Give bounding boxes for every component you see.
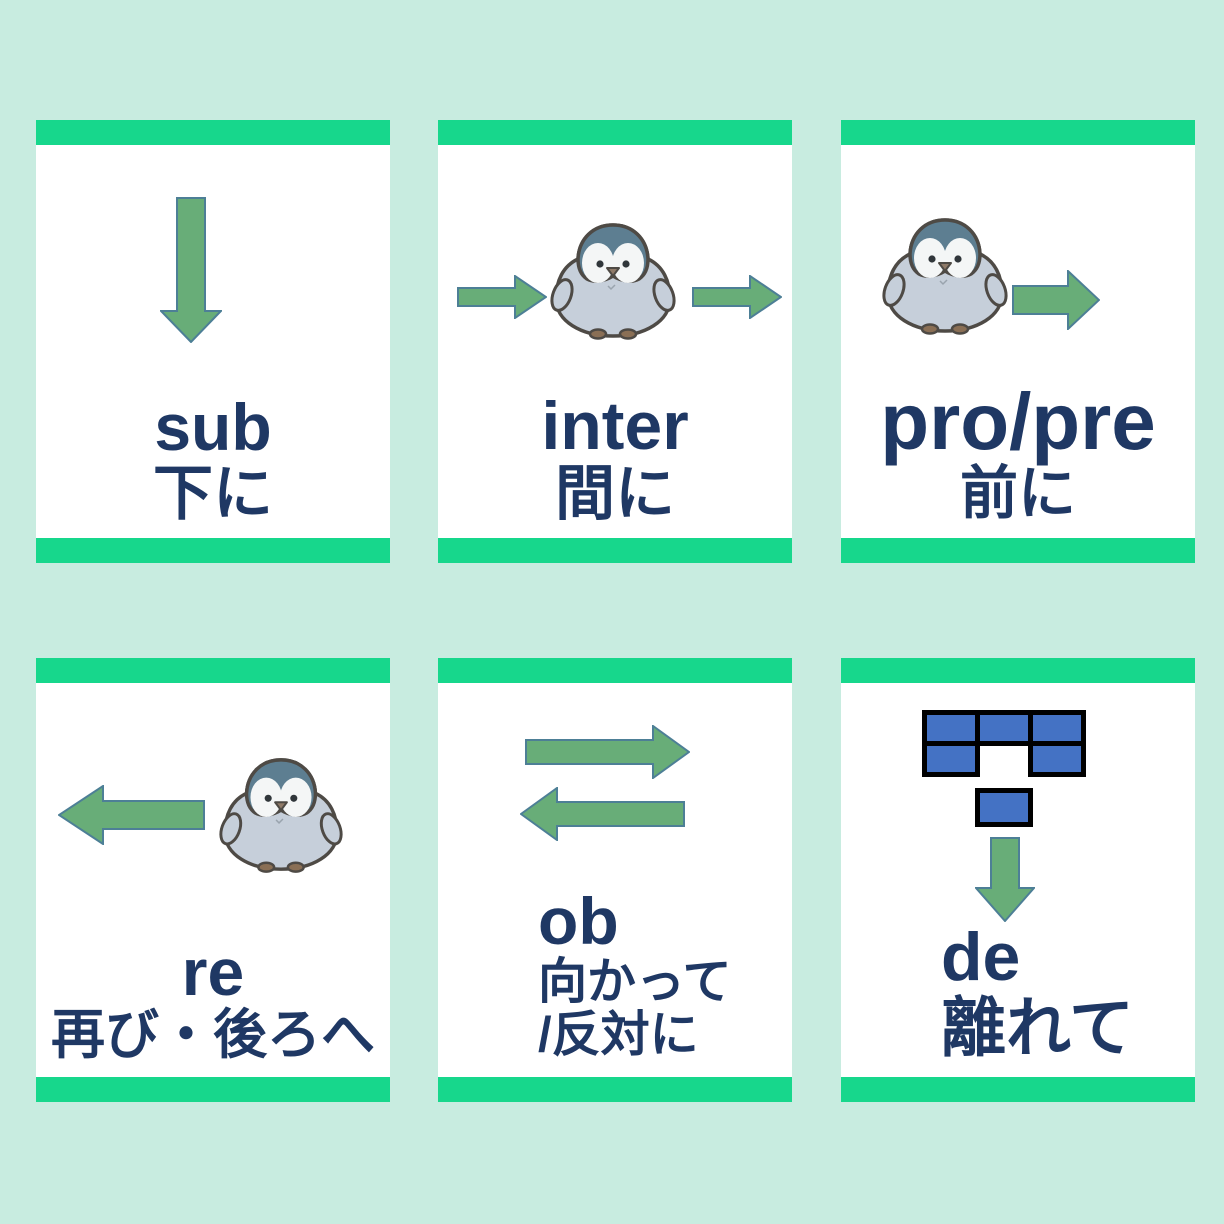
meaning-text: 離れて	[941, 990, 1135, 1064]
card-label: inter 間に	[438, 387, 792, 527]
right-arrow-icon	[1012, 270, 1100, 330]
prefix-text: inter	[541, 387, 689, 464]
card-label: sub 下に	[36, 389, 390, 527]
card-label: re 再び・後ろへ	[36, 935, 390, 1066]
card-sub: sub 下に	[36, 120, 390, 563]
block-wall-illustration	[922, 710, 1086, 831]
meaning-text: 間に	[555, 460, 675, 527]
block	[1028, 741, 1086, 777]
card-top-bar	[841, 120, 1195, 145]
card-re: re 再び・後ろへ	[36, 658, 390, 1102]
right-arrow-icon	[457, 275, 547, 319]
meaning-text: 下に	[153, 460, 273, 527]
card-pro-pre: pro/pre 前に	[841, 120, 1195, 563]
card-inter: inter 間に	[438, 120, 792, 563]
penguin-illustration	[880, 213, 1010, 343]
prefix-text: re	[181, 935, 245, 1010]
prefix-text: sub	[154, 389, 272, 464]
card-top-bar	[36, 658, 390, 683]
meaning-text: 前に	[959, 461, 1076, 527]
card-de: de 離れて	[841, 658, 1195, 1102]
left-arrow-icon	[520, 787, 685, 841]
meaning-text: 再び・後ろへ	[51, 1005, 375, 1066]
card-bottom-bar	[438, 538, 792, 563]
card-bottom-bar	[841, 538, 1195, 563]
meaning-text-line1: 向かって	[538, 955, 732, 1010]
detached-block	[975, 788, 1033, 827]
card-top-bar	[438, 120, 792, 145]
card-label: pro/pre 前に	[841, 380, 1195, 525]
left-arrow-icon	[58, 785, 205, 845]
card-label: ob 向かって /反対に	[438, 883, 792, 1063]
prefix-text: de	[941, 919, 1021, 996]
prefix-text: ob	[538, 883, 619, 958]
block	[975, 710, 1033, 746]
card-ob: ob 向かって /反対に	[438, 658, 792, 1102]
right-arrow-icon	[692, 275, 782, 319]
card-bottom-bar	[36, 538, 390, 563]
block	[922, 741, 980, 777]
card-bottom-bar	[36, 1077, 390, 1102]
card-bottom-bar	[438, 1077, 792, 1102]
card-top-bar	[841, 658, 1195, 683]
prefix-text: pro/pre	[880, 377, 1156, 467]
card-label: de 離れて	[841, 919, 1195, 1064]
right-arrow-icon	[525, 725, 690, 779]
down-arrow-icon	[160, 197, 222, 343]
penguin-illustration	[548, 218, 678, 348]
card-top-bar	[36, 120, 390, 145]
meaning-text-line2: /反対に	[538, 1008, 699, 1063]
down-arrow-icon	[975, 837, 1035, 922]
block	[1028, 710, 1086, 746]
penguin-illustration	[217, 753, 345, 881]
card-bottom-bar	[841, 1077, 1195, 1102]
card-top-bar	[438, 658, 792, 683]
